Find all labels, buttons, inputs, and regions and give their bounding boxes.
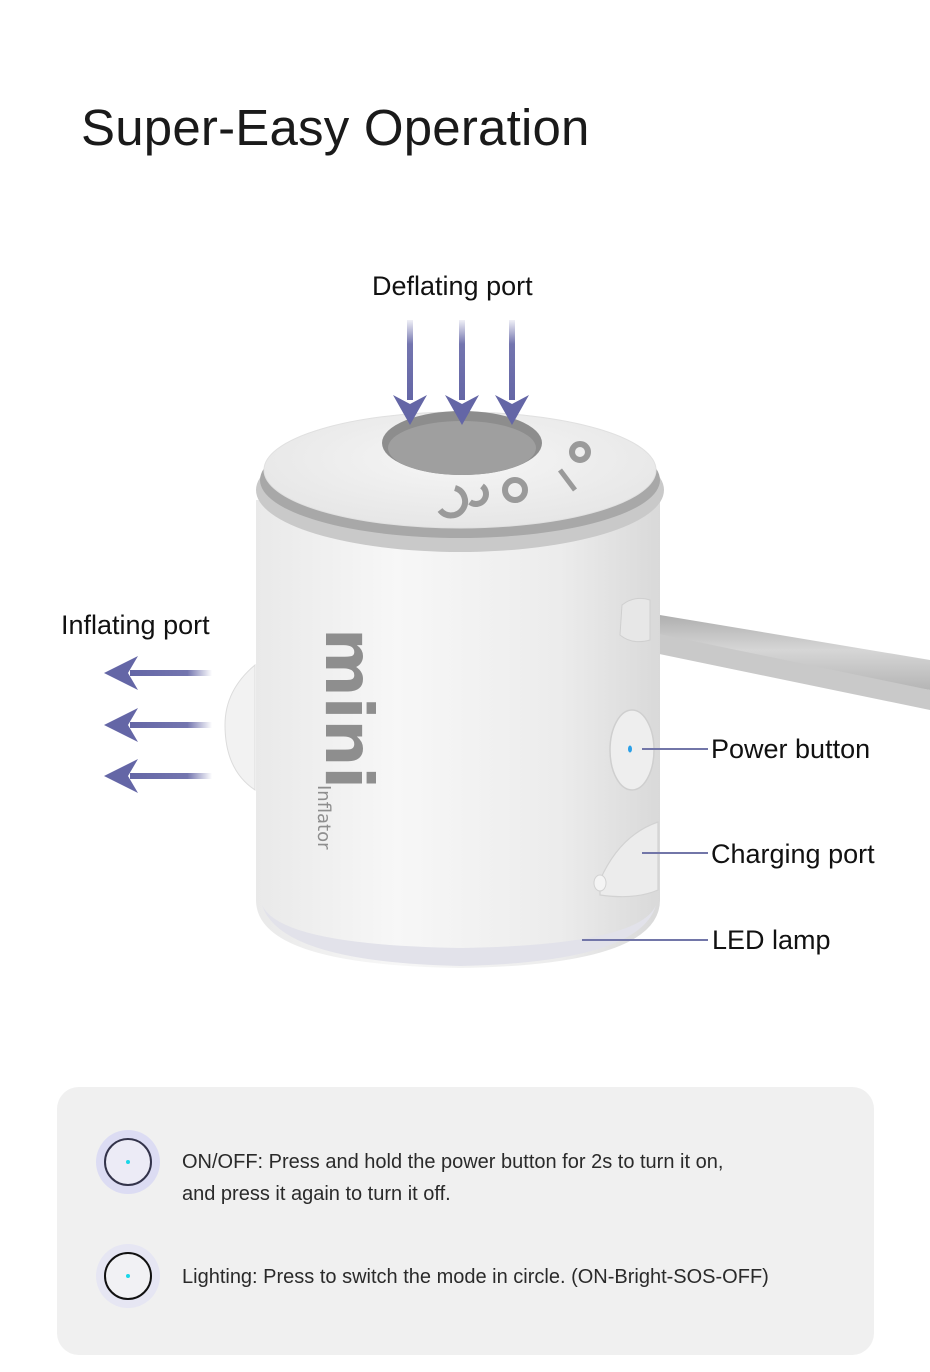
led-lamp-label: LED lamp [712,925,831,955]
deflate-arrows [393,320,529,425]
charging-port-leader [642,852,708,854]
inflating-port-label: Inflating port [61,610,210,640]
led-lamp-leader [582,939,708,941]
power-button-leader [642,748,708,750]
power-button-icon [96,1244,160,1308]
power-button[interactable] [609,709,655,791]
power-button-label: Power button [711,734,871,764]
mini-inflator-illustration: mini Inflator [104,320,930,968]
instruction-text-lighting: Lighting: Press to switch the mode in ci… [182,1266,769,1288]
charging-port-label: Charging port [711,839,875,869]
certification-marks-icon [437,441,591,519]
power-button-icon [96,1130,160,1194]
model-text: Inflator [313,785,334,850]
instruction-text-onoff: ON/OFF: Press and hold the power button … [182,1151,724,1205]
inflate-arrows [104,656,212,793]
charging-port [599,821,659,898]
charging-cable [630,610,930,710]
page-title: Super-Easy Operation [81,99,590,156]
brand-text: mini [310,628,387,789]
deflating-port-label: Deflating port [372,271,533,301]
instructions-card: ON/OFF: Press and hold the power button … [57,1087,874,1355]
